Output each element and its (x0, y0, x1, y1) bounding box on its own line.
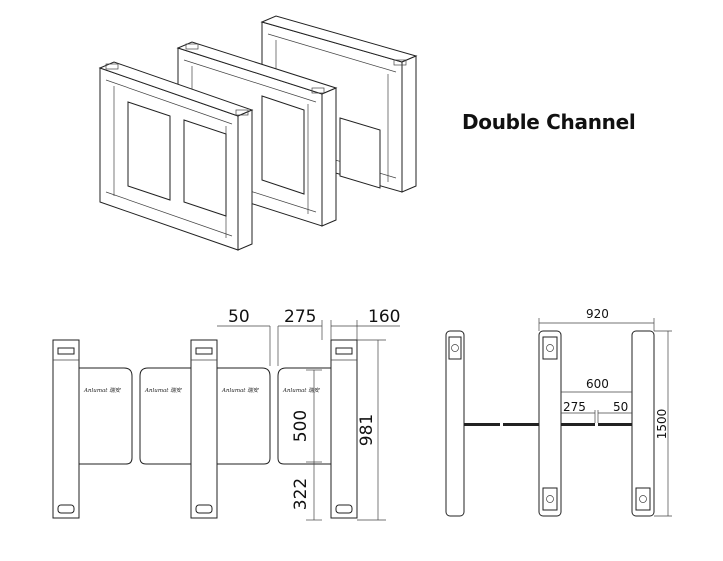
dim-275-top: 275 (563, 400, 586, 414)
front-post-middle (190, 339, 218, 519)
iso-cabinet-front (98, 61, 254, 251)
front-wing-3: Anlumat 瑞安 (216, 367, 271, 465)
dim-275: 275 (284, 307, 316, 327)
front-view: Anlumat 瑞安 Anlumat 瑞安 Anlumat 瑞安 Anlumat… (52, 307, 400, 521)
dim-920: 920 (586, 307, 609, 321)
dim-500: 500 (291, 410, 311, 442)
dim-322: 322 (291, 478, 311, 510)
front-dimensions-vertical: 500 322 981 (291, 339, 386, 521)
wing-logo: Anlumat 瑞安 (83, 387, 121, 394)
top-view: 920 600 275 50 1500 (445, 307, 672, 517)
dim-1500: 1500 (655, 409, 669, 440)
wing-logo: Anlumat 瑞安 (221, 387, 259, 394)
front-wing-2: Anlumat 瑞安 (139, 367, 192, 465)
top-post-middle (538, 330, 562, 517)
front-post-left (52, 339, 80, 519)
top-post-left (445, 330, 465, 517)
dim-160: 160 (368, 307, 400, 327)
dim-50-top: 50 (613, 400, 628, 414)
top-wings (464, 423, 632, 426)
wing-logo: Anlumat 瑞安 (144, 387, 182, 394)
wing-logo: Anlumat 瑞安 (282, 387, 320, 394)
top-dimensions: 920 600 275 50 1500 (538, 307, 672, 517)
front-dimensions-top: 50 275 160 (217, 307, 400, 366)
top-post-right (631, 330, 655, 517)
front-post-right (330, 339, 358, 519)
diagram-title: Double Channel (462, 110, 636, 134)
dim-50: 50 (228, 307, 250, 327)
isometric-view (98, 15, 418, 251)
front-wing-1: Anlumat 瑞安 (78, 367, 133, 465)
front-wing-4: Anlumat 瑞安 (277, 367, 332, 465)
dim-600: 600 (586, 377, 609, 391)
dim-981: 981 (357, 414, 377, 446)
